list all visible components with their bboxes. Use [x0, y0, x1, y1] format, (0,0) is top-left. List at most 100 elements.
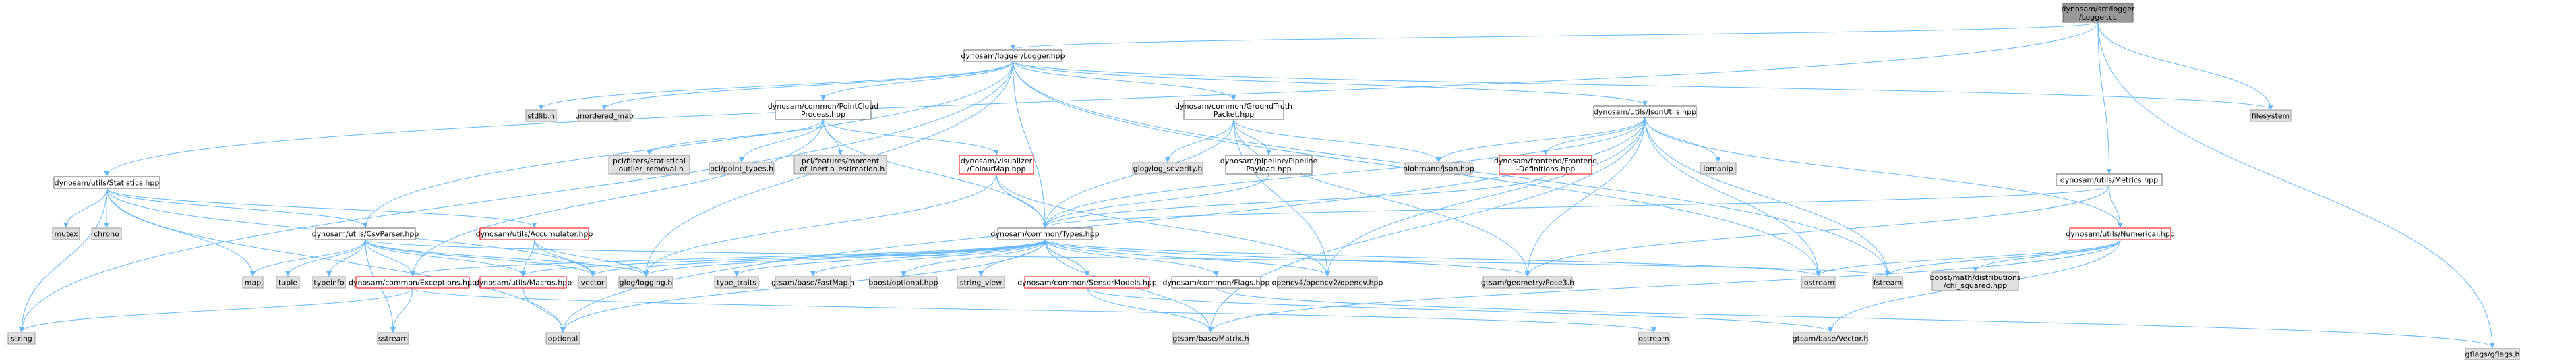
node-boost_chi: boost/math/distributions/chi_squared.hpp: [1929, 271, 2021, 291]
edge-types-to-pose3: [1044, 239, 1530, 277]
node-box-glog_logging: [618, 276, 673, 289]
edge-logger_hpp-to-groundtruth: [1013, 61, 1236, 101]
node-label-colourmap-0: dynosam/visualizer: [961, 157, 1033, 165]
edge-csvparser-to-map: [250, 239, 366, 277]
node-label-typeinfo-0: typeinfo: [313, 279, 344, 287]
edge-colourmap-to-types: [996, 173, 1048, 228]
node-label-glog_severity-0: glog/log_severity.h: [1133, 165, 1203, 173]
edge-numerical-to-gtsam_matrix: [1208, 239, 2121, 333]
node-box-gflags: [2465, 348, 2520, 360]
node-label-logger_hpp-0: dynosam/logger/Logger.hpp: [961, 52, 1065, 61]
edge-pointcloud-to-pcl_filters: [647, 119, 824, 155]
node-label-chrono-0: chrono: [94, 230, 119, 239]
edge-exceptions-to-sstream: [390, 287, 413, 333]
node-box-numerical: [2069, 227, 2171, 240]
node-box-vector: [578, 276, 607, 289]
node-logger_hpp[interactable]: dynosam/logger/Logger.hpp: [961, 49, 1065, 62]
edge-root-to-metrics: [2097, 22, 2112, 174]
node-box-string_view: [957, 276, 1005, 289]
edge-macros-to-optional: [522, 287, 566, 333]
node-gtsam_matrix: gtsam/base/Matrix.h: [1172, 332, 1249, 345]
edge-sensormodels-to-gtsam_vector: [1087, 287, 1833, 333]
node-label-boost_optional-0: boost/optional.hpp: [868, 279, 938, 287]
node-label-pcl_filters-0: pcl/filters/statistical: [613, 157, 686, 165]
edge-types-to-exceptions: [410, 239, 1046, 277]
node-label-gtsam_matrix-0: gtsam/base/Matrix.h: [1172, 335, 1249, 343]
node-numerical[interactable]: dynosam/utils/Numerical.hpp: [2066, 227, 2175, 240]
node-label-iomanip-0: iomanip: [1703, 165, 1733, 173]
node-types[interactable]: dynosam/common/Types.hpp: [990, 227, 1100, 240]
edge-jsonutils-to-numerical: [1644, 117, 2123, 228]
edge-pointcloud-to-pcl_point: [739, 119, 824, 163]
node-pcl_filters: pcl/filters/statistical_outlier_removal.…: [608, 155, 690, 175]
edge-exceptions-to-ostream: [412, 287, 1656, 333]
node-box-map: [242, 276, 264, 289]
edge-types-to-flags: [1044, 239, 1219, 277]
node-label-gtsam_vector-0: gtsam/base/Vector.h: [1793, 335, 1869, 343]
node-jsonutils[interactable]: dynosam/utils/JsonUtils.hpp: [1593, 105, 1697, 118]
node-label-string-0: string: [11, 335, 32, 343]
edge-csvparser-to-glog_logging: [365, 239, 649, 277]
edge-metrics-to-types: [1042, 185, 2109, 228]
node-glog_logging: glog/logging.h: [618, 276, 673, 289]
edge-numerical-to-fstream: [1885, 239, 2121, 277]
node-box-iostream: [1801, 276, 1836, 289]
node-label-groundtruth-0: dynosam/common/GroundTruth: [1175, 102, 1292, 111]
node-box-pcl_features: [793, 155, 887, 175]
edge-root-to-statistics: [104, 22, 2099, 177]
edge-types-to-fastmap: [810, 239, 1046, 277]
edge-statistics-to-mutex: [63, 188, 107, 228]
edge-jsonutils-to-iomanip: [1644, 117, 1721, 163]
node-label-optional-0: optional: [548, 335, 578, 343]
edge-root-to-gflags: [2097, 22, 2495, 348]
node-label-pointcloud-0: dynosam/common/PointCloud: [768, 102, 878, 111]
node-csvparser[interactable]: dynosam/utils/CsvParser.hpp: [312, 227, 419, 240]
node-ostream: ostream: [1638, 332, 1670, 345]
node-label-opencv-0: opencv4/opencv2/opencv.hpp: [1271, 279, 1383, 287]
node-statistics[interactable]: dynosam/utils/Statistics.hpp: [53, 176, 160, 189]
node-chrono: chrono: [91, 227, 122, 240]
node-exceptions[interactable]: dynosam/common/Exceptions.hpp: [349, 276, 477, 289]
node-flags[interactable]: dynosam/common/Flags.hpp: [1163, 276, 1270, 289]
node-unordered_map: unordered_map: [575, 109, 634, 122]
node-label-pose3-0: gtsam/geometry/Pose3.h: [1481, 279, 1574, 287]
node-label-nlohmann-0: nlohmann/json.hpp: [1403, 165, 1474, 173]
node-label-frontend_defs-0: dynosam/frontend/Frontend: [1494, 157, 1597, 165]
node-label-type_traits-0: type_traits: [717, 279, 756, 287]
edge-metrics-to-numerical: [2109, 185, 2123, 228]
edge-flags-to-gflags: [1216, 287, 2495, 348]
node-sensormodels[interactable]: dynosam/common/SensorModels.hpp: [1017, 276, 1157, 289]
node-typeinfo: typeinfo: [312, 276, 346, 289]
edge-types-to-opencv: [1044, 239, 1330, 277]
node-nlohmann: nlohmann/json.hpp: [1403, 162, 1474, 175]
node-colourmap[interactable]: dynosam/visualizer/ColourMap.hpp: [959, 155, 1034, 175]
edge-jsonutils-to-optional: [560, 117, 1646, 333]
edge-types-to-glog_logging: [643, 239, 1046, 277]
node-label-pcl_filters-1: _outlier_removal.h: [614, 165, 684, 173]
node-box-flags: [1171, 276, 1261, 289]
node-label-iostream-0: iostream: [1802, 279, 1834, 287]
node-box-boost_chi: [1931, 271, 2019, 291]
edge-logger_hpp-to-string: [19, 61, 1013, 333]
node-box-pipeline_payload: [1225, 155, 1313, 175]
edge-logger_hpp-to-pointcloud: [820, 61, 1013, 101]
node-label-pcl_features-0: pcl/features/moment: [802, 157, 880, 165]
node-box-stdlib: [525, 109, 557, 122]
node-accumulator[interactable]: dynosam/utils/Accumulator.hpp: [476, 227, 593, 240]
node-macros[interactable]: dynosam/utils/Macros.hpp: [475, 276, 572, 289]
edge-types-to-macros: [520, 239, 1046, 277]
node-box-logger_hpp: [963, 49, 1062, 62]
node-frontend_defs[interactable]: dynosam/frontend/Frontend-Definitions.hp…: [1494, 155, 1597, 175]
node-box-fastmap: [775, 276, 851, 289]
node-label-sstream-0: sstream: [378, 335, 408, 343]
node-root[interactable]: dynosam/src/logger/Logger.cc: [2062, 3, 2135, 23]
edge-types-to-vector: [590, 239, 1046, 277]
node-metrics[interactable]: dynosam/utils/Metrics.hpp: [2056, 173, 2163, 186]
node-label-filesystem-0: filesystem: [2252, 112, 2290, 121]
edge-pointcloud-to-colourmap: [822, 119, 999, 155]
node-label-pcl_features-1: _of_inertia_estimation.h: [796, 165, 885, 173]
node-label-root-1: /Logger.cc: [2079, 13, 2117, 22]
